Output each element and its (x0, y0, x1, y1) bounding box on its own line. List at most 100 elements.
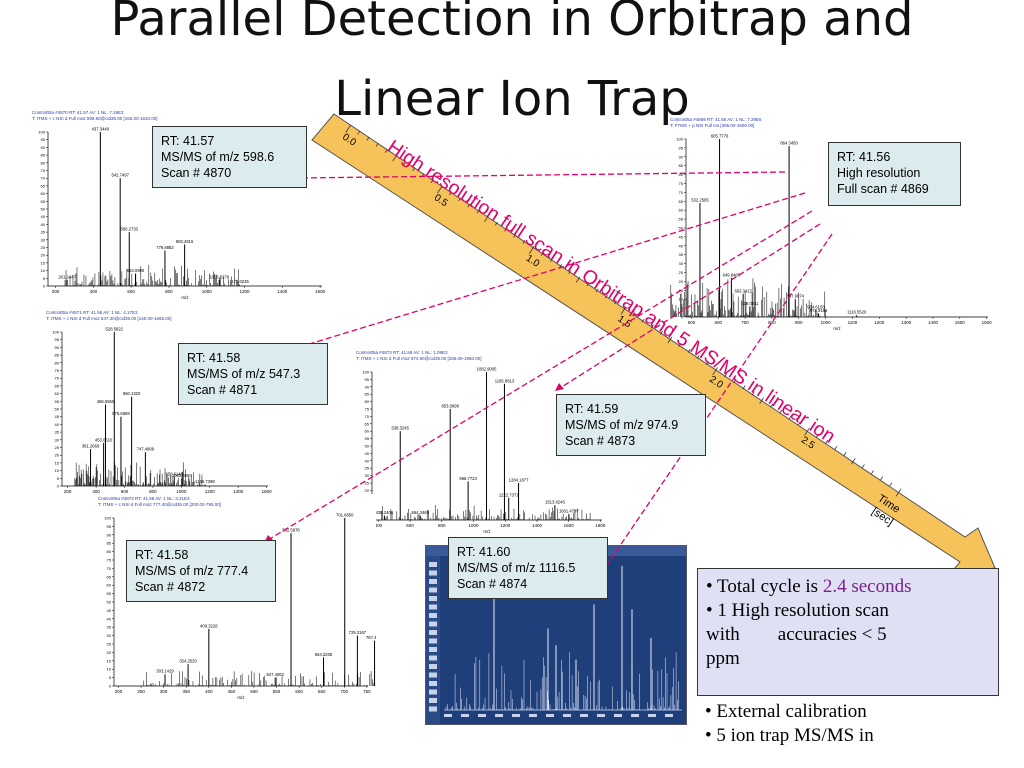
x-tick-label: 800 (438, 523, 446, 528)
y-tick-label: 30 (55, 437, 60, 442)
bullet-text: • Total cycle is (706, 576, 823, 597)
x-axis-label: m/z (483, 529, 491, 534)
ruler-tick (392, 155, 397, 162)
y-tick-label: 100 (104, 516, 111, 521)
callout-desc: MS/MS of m/z 777.4 (135, 564, 249, 578)
x-tick-label: 500 (250, 689, 258, 694)
bullet-calibration: • External calibration (705, 701, 867, 722)
y-tick-label: 35 (365, 466, 370, 471)
peak-label: 964.6158 (807, 304, 825, 309)
y-tick-label: 80 (41, 160, 46, 165)
dark-x-tick-label (631, 714, 639, 717)
peak-label: 853.0998 (441, 404, 459, 409)
ruler-ticks (345, 124, 902, 497)
y-tick-label: 100 (52, 330, 59, 335)
spectrum-header: Control05a #4869 RT: 41.56 AV: 1 NL: 7.2… (670, 117, 762, 122)
y-tick-label: 35 (55, 430, 60, 435)
peak-label: 1171.0235 (229, 279, 249, 284)
toolbar-button-icon (429, 638, 437, 644)
dark-x-tick-label (580, 714, 588, 717)
callout-rt: RT: 41.58 (187, 351, 241, 365)
callout-rt: RT: 41.58 (135, 548, 189, 562)
ruler-tick (751, 391, 755, 396)
x-tick-label: 1200 (240, 289, 251, 294)
y-tick-label: 60 (41, 191, 46, 196)
x-tick-label: 1800 (595, 523, 606, 528)
y-tick-label: 55 (41, 199, 46, 204)
x-tick-label: 1000 (821, 320, 832, 325)
x-tick-label: 1000 (202, 289, 213, 294)
callout-desc: High resolution (837, 166, 921, 180)
callout-rt: RT: 41.57 (161, 134, 215, 148)
peak-label: 767.4117 (366, 635, 376, 640)
x-tick-label: 900 (795, 320, 803, 325)
ruler-tick (384, 149, 388, 153)
dark-spectrum-plot (426, 546, 686, 724)
peak-label: 400.3228 (200, 623, 218, 628)
y-tick-label: 10 (41, 268, 46, 273)
y-tick-label: 95 (41, 137, 46, 142)
x-tick-label: 800 (768, 320, 776, 325)
y-tick-label: 75 (679, 181, 684, 186)
ruler-tick (357, 130, 361, 135)
y-tick-label: 25 (55, 445, 60, 450)
ruler-tick (412, 167, 416, 172)
ruler-tick (678, 342, 682, 347)
x-tick-label: 700 (741, 320, 749, 325)
ruler-tick (403, 161, 407, 165)
ruler-tick (742, 385, 746, 390)
ruler-tick (437, 185, 443, 194)
y-tick-label: 0 (57, 484, 60, 489)
y-tick-label: 65 (679, 199, 684, 204)
peak-label: 1222.7371 (499, 492, 519, 497)
peak-label: 453.0610 (95, 437, 113, 442)
cycle-time-value: 2.4 seconds (822, 576, 912, 597)
y-tick-label: 55 (365, 436, 370, 441)
ruler-tick (641, 318, 645, 323)
callout-scan-4870: RT: 41.57 MS/MS of m/z 598.6 Scan # 4870 (152, 126, 307, 188)
ruler-tick (467, 203, 471, 208)
callout-scan: Full scan # 4869 (837, 182, 929, 196)
y-tick-label: 85 (679, 163, 684, 168)
toolbar-button-icon (429, 587, 437, 593)
callout-scan: Scan # 4873 (565, 434, 636, 448)
peak-label: 582.5976 (282, 528, 300, 533)
bullet-high-res-unit: ppm (706, 648, 740, 669)
callout-desc: MS/MS of m/z 1116.5 (457, 561, 576, 575)
slide-title-line-2: Linear Ion Trap (334, 71, 690, 127)
peak-label: 466.5550 (97, 399, 115, 404)
y-tick-label: 40 (107, 616, 112, 621)
toolbar-button-icon (429, 698, 437, 703)
peak-label: 1116.5520 (847, 310, 867, 315)
slide-title-line-1: Parallel Detection in Orbitrap and (110, 0, 914, 47)
ruler-tick (614, 300, 618, 305)
bullet-cycle-time: • Total cycle is 2.4 seconds (706, 575, 990, 599)
spectrum-scan-4871: Control05a #4871 RT: 41.58 AV: 1 NL: 4.1… (44, 308, 276, 504)
dark-x-tick-label (546, 714, 554, 717)
callout-scan: Scan # 4872 (135, 580, 206, 594)
toolbar-button-icon (429, 655, 437, 661)
x-tick-label: 1400 (532, 523, 543, 528)
y-tick-label: 45 (107, 608, 112, 613)
ruler-tick (871, 470, 874, 475)
y-tick-label: 45 (365, 451, 370, 456)
toolbar-button-icon (429, 706, 437, 712)
y-tick-label: 60 (365, 429, 370, 434)
y-tick-label: 40 (55, 422, 60, 427)
ruler-tick (568, 270, 572, 275)
callout-scan: Scan # 4870 (161, 166, 232, 180)
ruler-tick (540, 252, 544, 256)
x-tick-label: 200 (64, 489, 72, 494)
y-tick-label: 40 (365, 458, 370, 463)
y-tick-label: 75 (107, 558, 112, 563)
y-tick-label: 5 (57, 476, 60, 481)
x-tick-label: 1200 (500, 523, 511, 528)
y-tick-label: 65 (41, 183, 46, 188)
peak-label: 664.3469 (411, 510, 429, 515)
ruler-tick (660, 330, 663, 335)
peak-label: 1166.7398 (195, 479, 215, 484)
x-tick-label: 600 (127, 289, 135, 294)
y-tick-label: 100 (362, 370, 369, 375)
y-tick-label: 0 (43, 284, 46, 289)
y-tick-label: 90 (365, 384, 370, 389)
